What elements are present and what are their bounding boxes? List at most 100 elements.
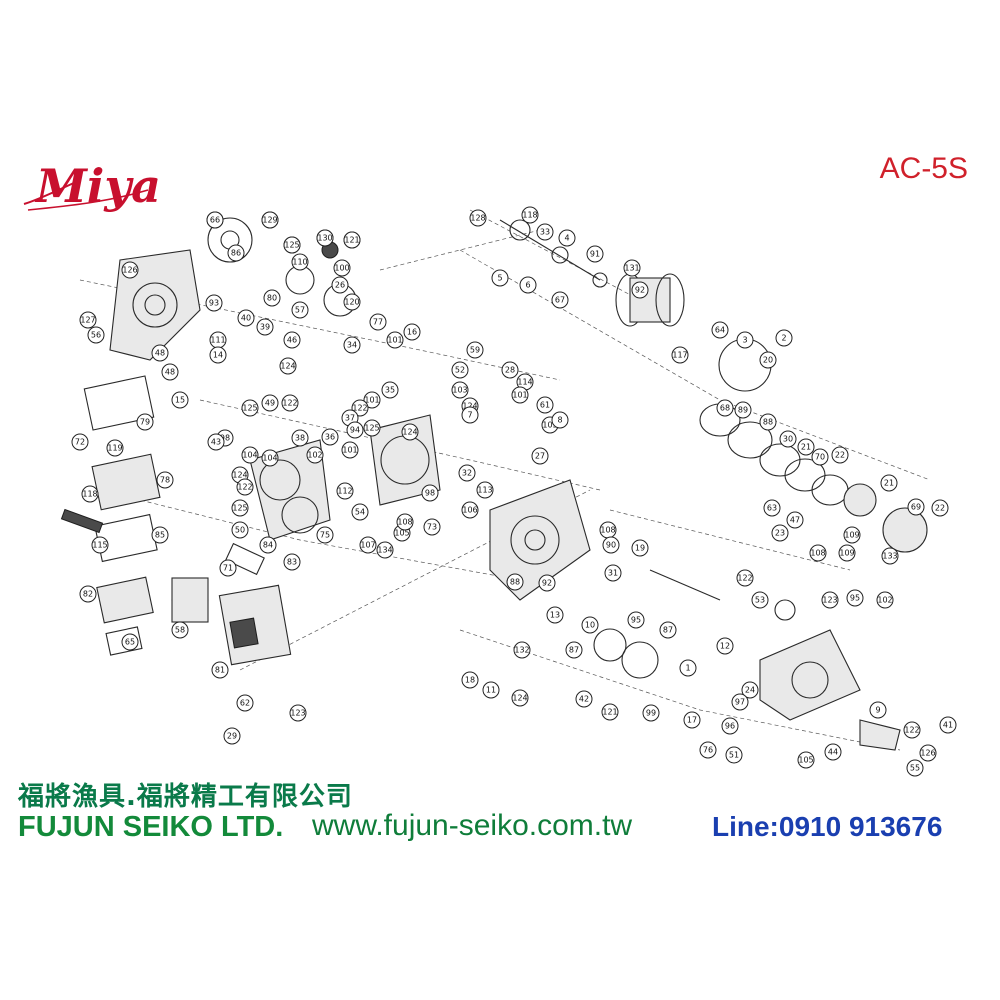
part-callout: 125 [283, 236, 301, 254]
part-callout: 117 [671, 346, 689, 364]
part-number: 92 [635, 286, 645, 295]
part-callout: 106 [461, 501, 479, 519]
part-callout: 124 [279, 357, 297, 375]
gasket-plates [60, 375, 161, 656]
part-callout: 115 [91, 536, 109, 554]
part-number: 27 [535, 452, 545, 461]
part-callout: 80 [263, 289, 281, 307]
part-number: 82 [83, 590, 93, 599]
part-callout: 12 [716, 637, 734, 655]
part-number: 103 [542, 421, 557, 430]
part-callout: 1 [679, 659, 697, 677]
part-callout: 124 [401, 423, 419, 441]
part-callout: 108 [599, 521, 617, 539]
part-number: 128 [470, 214, 485, 223]
part-number: 13 [550, 611, 560, 620]
part-number: 118 [82, 490, 97, 499]
part-number: 124 [462, 402, 477, 411]
part-callout: 70 [811, 448, 829, 466]
part-number: 127 [80, 316, 95, 325]
part-callout: 76 [699, 741, 717, 759]
part-number: 118 [522, 211, 537, 220]
part-callout: 95 [627, 611, 645, 629]
part-callout: 102 [876, 591, 894, 609]
part-callout: 10 [581, 616, 599, 634]
part-callout: 89 [734, 401, 752, 419]
part-number: 125 [242, 404, 257, 413]
part-number: 99 [646, 709, 656, 718]
part-number: 3 [742, 336, 747, 345]
part-callout: 64 [711, 321, 729, 339]
part-callout: 48 [151, 344, 169, 362]
part-number: 132 [514, 646, 529, 655]
part-callout: 16 [403, 323, 421, 341]
part-callout: 107 [359, 536, 377, 554]
part-number: 129 [262, 216, 277, 225]
part-number: 112 [337, 487, 352, 496]
part-callout: 21 [880, 474, 898, 492]
part-callout: 73 [423, 518, 441, 536]
part-number: 125 [364, 424, 379, 433]
part-callout: 8 [551, 411, 569, 429]
part-callout: 68 [716, 399, 734, 417]
part-callout: 35 [381, 381, 399, 399]
part-number: 71 [223, 564, 233, 573]
part-callout: 22 [831, 446, 849, 464]
part-callout: 3 [736, 331, 754, 349]
part-callout: 32 [458, 464, 476, 482]
miya-logo: Miya [23, 160, 158, 213]
right-side-plate [489, 479, 591, 601]
part-number: 31 [608, 569, 618, 578]
part-number: 122 [737, 574, 752, 583]
part-number: 2 [781, 334, 786, 343]
part-number: 87 [569, 646, 579, 655]
part-callout: 66 [206, 211, 224, 229]
part-number: 121 [602, 708, 617, 717]
part-callout: 57 [291, 301, 309, 319]
part-number: 90 [606, 541, 616, 550]
part-number: 97 [735, 698, 745, 707]
part-number: 42 [579, 695, 589, 704]
part-number: 5 [497, 274, 502, 283]
part-number: 57 [295, 306, 305, 315]
part-callout: 101 [386, 331, 404, 349]
part-number: 108 [397, 518, 412, 527]
part-number: 23 [775, 529, 785, 538]
part-number: 124 [402, 428, 417, 437]
part-callout: 51 [725, 746, 743, 764]
part-number: 104 [242, 451, 257, 460]
part-number: 95 [850, 594, 860, 603]
part-number: 89 [738, 406, 748, 415]
part-number: 40 [241, 314, 251, 323]
part-callout: 124 [511, 689, 529, 707]
part-callout: 118 [81, 485, 99, 503]
part-number: 68 [720, 404, 730, 413]
part-callout: 88 [759, 413, 777, 431]
part-number: 115 [92, 541, 107, 550]
part-number: 122 [282, 399, 297, 408]
part-callout: 26 [331, 276, 349, 294]
part-number: 92 [542, 579, 552, 588]
part-number: 130 [317, 234, 332, 243]
part-callout: 109 [838, 544, 856, 562]
company-name-chinese: 福將漁具.福將精工有限公司 [18, 782, 353, 812]
part-number: 75 [320, 531, 330, 540]
part-callout: 29 [223, 727, 241, 745]
logo-text: Miya [34, 160, 158, 213]
part-callout: 53 [751, 591, 769, 609]
part-callout: 58 [171, 621, 189, 639]
part-callout: 105 [797, 751, 815, 769]
part-callout: 101 [363, 391, 381, 409]
part-callout: 125 [363, 419, 381, 437]
part-callout: 100 [333, 259, 351, 277]
part-callout: 63 [763, 499, 781, 517]
part-callout: 82 [79, 585, 97, 603]
part-callout: 126 [919, 744, 937, 762]
part-number: 53 [755, 596, 765, 605]
part-callout: 52 [451, 361, 469, 379]
part-number: 70 [815, 453, 825, 462]
part-callout: 112 [336, 482, 354, 500]
central-gear-frames [207, 217, 441, 541]
website-url: www.fujun-seiko.com.tw [312, 809, 633, 842]
part-callout: 69 [907, 498, 925, 516]
